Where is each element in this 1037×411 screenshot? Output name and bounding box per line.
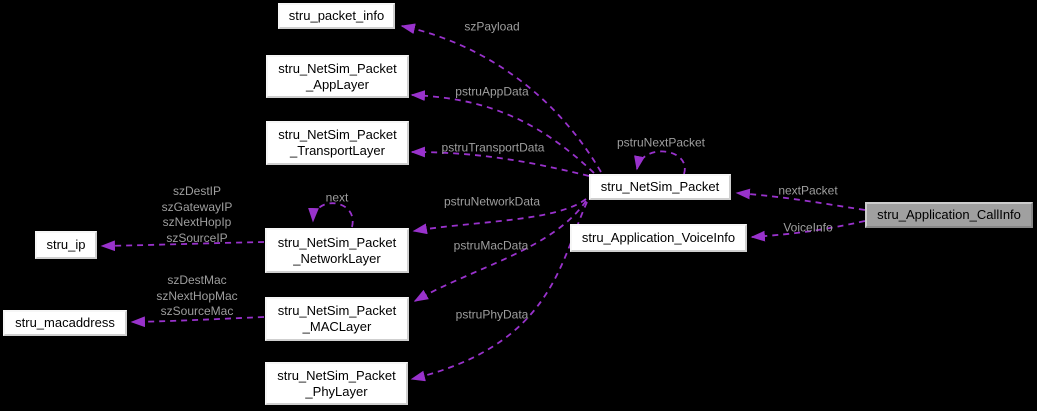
node-stru-packet-info[interactable]: stru_packet_info: [278, 3, 395, 29]
edge-label-pstruAppData: pstruAppData: [455, 84, 529, 99]
edge-label-pstruTransportData: pstruTransportData: [441, 140, 545, 155]
edge-pstruAppData-arrow: [410, 90, 595, 174]
edge-VoiceInfo-arrow: [750, 220, 866, 242]
edge-label-mac-fields: szDestMac szNextHopMac szSourceMac: [156, 272, 238, 318]
edge-label-ip-fields: szDestIP szGatewayIP szNextHopIp szSourc…: [161, 184, 233, 245]
edge-label-VoiceInfo: VoiceInfo: [783, 220, 833, 235]
node-stru-netsim-packet-transportlayer[interactable]: stru_NetSim_Packet _TransportLayer: [266, 121, 409, 165]
edge-pstruTransportData-arrow: [410, 146, 590, 177]
edge-pstruNetworkData-arrow: [412, 198, 587, 235]
edge-label-pstruNextPacket: pstruNextPacket: [616, 135, 706, 150]
node-stru-ip[interactable]: stru_ip: [35, 231, 97, 259]
edge-pstruPhyData-arrow: [410, 201, 588, 382]
edge-szPayload-arrow: [400, 23, 602, 173]
edge-label-pstruPhyData: pstruPhyData: [455, 307, 529, 322]
edge-label-next: next: [325, 190, 349, 205]
node-stru-netsim-packet-maclayer[interactable]: stru_NetSim_Packet _MACLayer: [265, 297, 409, 341]
edge-pstruMacData-arrow: [413, 200, 587, 302]
node-stru-application-voiceinfo[interactable]: stru_Application_VoiceInfo: [570, 224, 747, 252]
edge-pstruNextPacket-self-loop: [634, 150, 686, 175]
node-stru-netsim-packet-phylayer[interactable]: stru_NetSim_Packet _PhyLayer: [265, 362, 408, 405]
edge-mac-fields-arrow: [130, 316, 265, 328]
edge-next-self-loop: [308, 202, 354, 228]
edge-nextPacket-arrow: [735, 188, 866, 211]
edge-label-nextPacket: nextPacket: [778, 183, 838, 198]
node-stru-application-callinfo[interactable]: stru_Application_CallInfo: [865, 202, 1033, 228]
edge-ip-fields-arrow: [100, 240, 265, 252]
edge-label-pstruMacData: pstruMacData: [453, 238, 529, 253]
edge-label-pstruNetworkData: pstruNetworkData: [443, 194, 541, 209]
node-stru-netsim-packet-applayer[interactable]: stru_NetSim_Packet _AppLayer: [266, 55, 409, 98]
node-stru-netsim-packet-networklayer[interactable]: stru_NetSim_Packet _NetworkLayer: [265, 228, 409, 273]
node-stru-macaddress[interactable]: stru_macaddress: [3, 310, 127, 336]
edge-label-szPayload: szPayload: [464, 19, 520, 34]
node-stru-netsim-packet[interactable]: stru_NetSim_Packet: [589, 174, 731, 200]
